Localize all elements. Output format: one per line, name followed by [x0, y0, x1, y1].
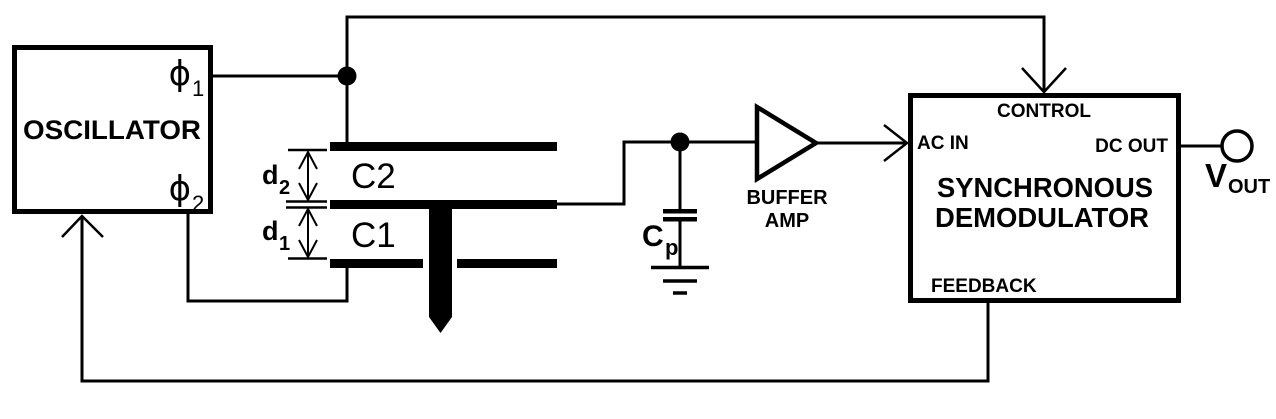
sense-junction-dot	[670, 132, 690, 152]
oscillator-box	[12, 45, 213, 214]
vout-terminal-icon	[1220, 129, 1254, 163]
ac-in-port-label: AC IN	[917, 133, 969, 154]
sense-node-wire	[557, 140, 757, 206]
vout-label: V	[1205, 157, 1227, 194]
movable-electrode-stem	[429, 205, 452, 317]
movable-electrode-arrow-tip-icon	[429, 317, 452, 333]
buffer-amp-label-line2: AMP	[765, 210, 809, 232]
feedback-wire	[80, 218, 990, 383]
capacitor-top-plate	[330, 142, 557, 151]
d1-dimension-arrowheads-icon	[298, 206, 318, 260]
phi2-label: ϕ	[169, 169, 191, 209]
capacitor-bottom-plate-left	[330, 259, 423, 268]
dc-out-port-label: DC OUT	[1095, 136, 1168, 157]
phi1-label: ϕ	[169, 54, 191, 94]
demodulator-box	[908, 93, 1181, 303]
capacitor-bottom-plate-right	[457, 259, 557, 268]
cp-capacitor-plate-top	[663, 209, 697, 214]
buffer-amp-label-line1: BUFFER	[746, 187, 828, 209]
cp-capacitor-plate-bottom	[663, 217, 697, 222]
c2-label: C2	[351, 157, 396, 196]
d2-dimension-arrowheads-icon	[298, 149, 318, 203]
buffer-amp-triangle-icon	[754, 102, 821, 184]
d1-subscript: 1	[279, 233, 290, 255]
capacitor-middle-plate	[330, 200, 557, 209]
cp-subscript: p	[665, 235, 678, 260]
d2-subscript: 2	[279, 177, 290, 199]
d2-label: d	[262, 160, 279, 190]
phi2-wire	[186, 213, 349, 303]
cp-label: C	[642, 220, 664, 253]
control-port-label: CONTROL	[997, 101, 1091, 122]
phi1-junction-dot	[337, 66, 357, 86]
c1-label: C1	[351, 216, 396, 255]
oscillator-label: OSCILLATOR	[23, 115, 201, 145]
phi1-subscript: 1	[192, 76, 204, 101]
feedback-arrowhead-icon	[61, 214, 104, 238]
demodulator-title-line1: SYNCHRONOUS	[937, 172, 1153, 203]
ac-in-arrowhead-icon	[883, 124, 910, 162]
control-arrowhead-icon	[1021, 67, 1067, 94]
demodulator-title-line2: DEMODULATOR	[935, 202, 1149, 233]
vout-subscript: OUT	[1228, 176, 1270, 198]
d1-label: d	[262, 216, 279, 246]
feedback-port-label: FEEDBACK	[931, 276, 1037, 297]
phi2-subscript: 2	[192, 191, 204, 216]
